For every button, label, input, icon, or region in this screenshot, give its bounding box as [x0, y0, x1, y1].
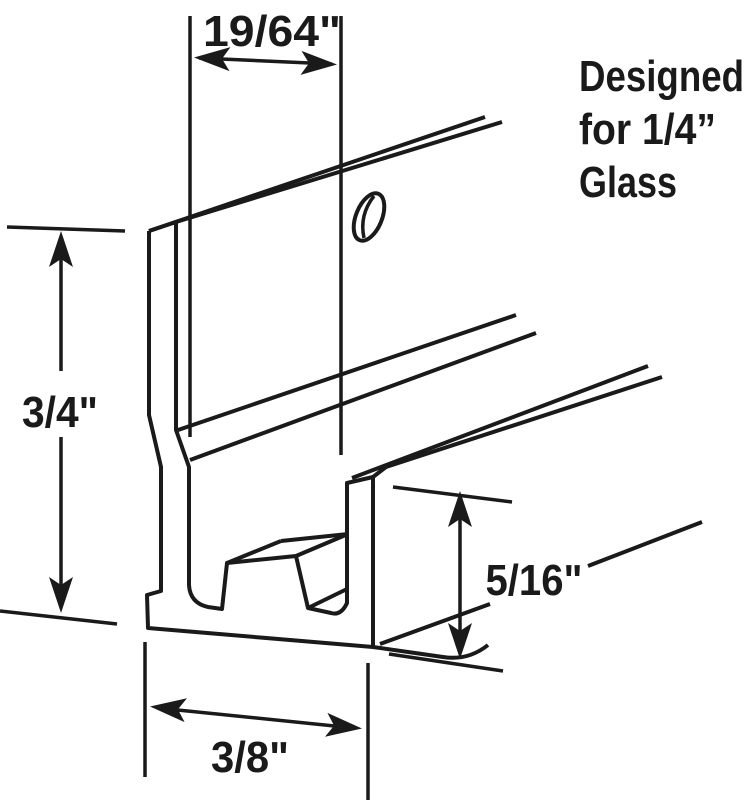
- screw-hole: [351, 191, 387, 243]
- dimension-label-slot-width: 19/64": [203, 7, 341, 56]
- bump-top-right-edge: [295, 532, 349, 558]
- extension-line-top: [392, 485, 513, 504]
- bump-top-back-edge: [280, 532, 349, 543]
- note-line-3: Glass: [579, 158, 677, 207]
- profile-base-outline: [145, 231, 490, 660]
- note-line-1: Designed: [579, 52, 744, 101]
- back-wall-top-inner-edge: [175, 120, 503, 224]
- front-wall-top-inner-recede: [351, 364, 649, 480]
- arrowhead-up: [448, 491, 472, 527]
- dimension-front-wall-height: 5/16": [388, 485, 583, 673]
- dimension-label-base-width: 3/8": [211, 733, 289, 782]
- arrowhead-down: [49, 577, 73, 613]
- base-bottom-back-edge-far: [587, 520, 703, 568]
- wall-jog-lower-edge: [189, 331, 537, 462]
- arrowhead-left: [194, 47, 231, 72]
- arrowhead-up: [49, 231, 73, 267]
- note-line-2: for 1/4”: [579, 105, 716, 154]
- dimension-base-width: 3/8": [143, 642, 370, 800]
- screw-hole-inner-edge: [361, 194, 376, 239]
- dimension-label-back-wall-height: 3/4": [22, 388, 98, 437]
- bump-top-left-edge: [226, 539, 282, 565]
- bump-right-bottom-edge: [307, 587, 348, 610]
- arrowhead-right: [300, 50, 337, 75]
- front-wall-top-outer-recede: [385, 375, 663, 469]
- arrowhead-down: [448, 623, 472, 659]
- dimension-label-front-wall-height: 5/16": [486, 556, 583, 605]
- arrowhead-right: [325, 712, 362, 737]
- extension-line-bottom: [388, 652, 504, 673]
- note-text: Designed for 1/4” Glass: [579, 52, 744, 207]
- screw-hole-outline: [351, 191, 387, 243]
- extension-line-bottom: [0, 609, 118, 626]
- dimension-arrow-line: [157, 706, 355, 730]
- extension-line-top: [6, 225, 126, 233]
- dimension-slot-width: 19/64": [188, 7, 343, 455]
- wall-jog-upper-edge: [177, 313, 517, 432]
- front-wall-top-edge: [371, 465, 388, 479]
- base-bottom-back-edge-near: [379, 602, 491, 646]
- profile-drawing: [145, 115, 703, 660]
- dimension-back-wall-height: 3/4": [0, 225, 126, 626]
- arrowhead-left: [150, 698, 187, 723]
